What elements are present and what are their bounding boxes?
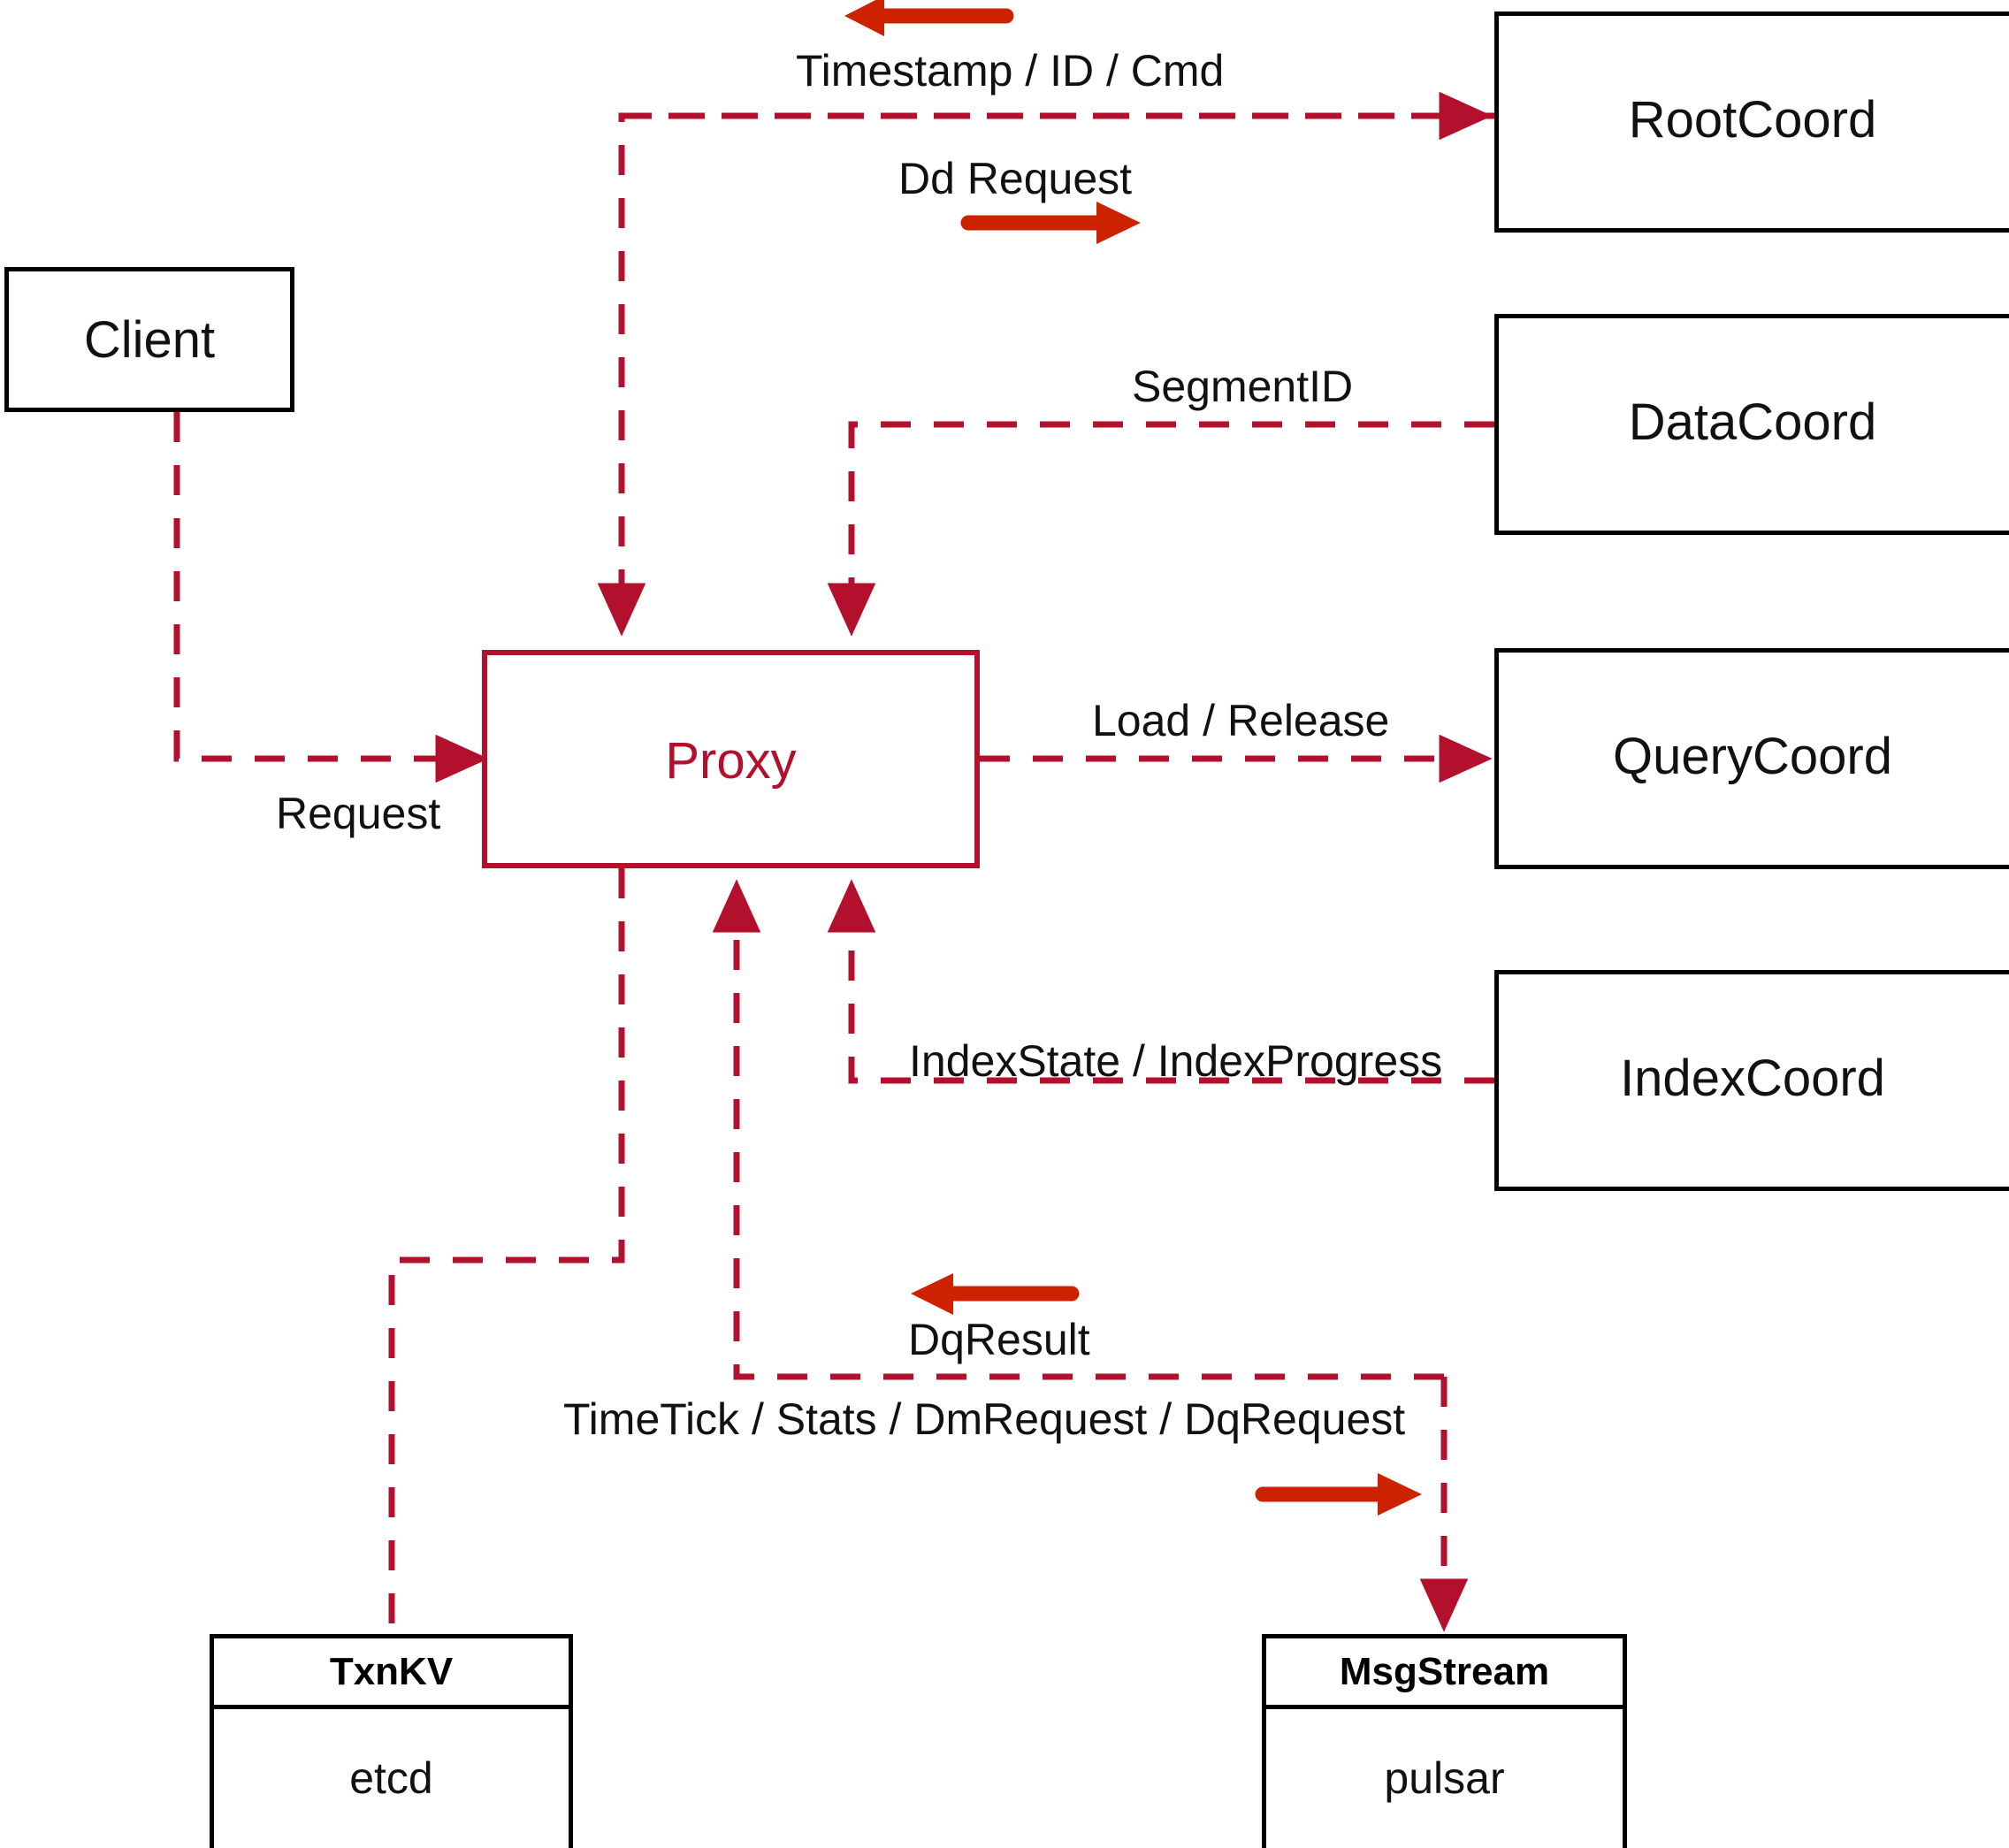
node-datacoord-label: DataCoord [1628,393,1877,451]
node-client[interactable]: Client [4,267,294,412]
node-msgstream-header: MsgStream [1266,1638,1623,1709]
edge-client-proxy [173,412,489,783]
edge-proxy-txnkv [388,868,625,1634]
node-txnkv[interactable]: TxnKV etcd [210,1634,573,1848]
node-rootcoord-label: RootCoord [1628,91,1877,149]
direction-arrow-timetick [1255,1473,1422,1516]
edge-label-timestamp-id-cmd: Timestamp / ID / Cmd [796,46,1225,95]
edge-label-request: Request [276,789,441,838]
edge-label-segment-id: SegmentID [1132,362,1354,411]
direction-arrow-timestamp-id-cmd [844,0,1014,36]
node-rootcoord[interactable]: RootCoord [1494,11,2009,233]
direction-arrow-dd-request [960,202,1141,244]
node-datacoord[interactable]: DataCoord [1494,314,2009,535]
node-proxy[interactable]: Proxy [482,650,980,868]
edge-indexcoord-proxy [827,879,1494,1084]
node-proxy-label: Proxy [665,732,797,790]
edge-proxy-rootcoord [597,91,1494,637]
node-txnkv-header: TxnKV [214,1638,569,1709]
node-indexcoord-label: IndexCoord [1620,1050,1885,1107]
edge-label-dd-request: Dd Request [898,154,1133,203]
node-msgstream-body: pulsar [1384,1753,1505,1803]
edge-label-timetick-stats-dm-dq: TimeTick / Stats / DmRequest / DqRequest [563,1394,1406,1444]
node-msgstream[interactable]: MsgStream pulsar [1262,1634,1627,1848]
direction-arrow-dq-result [911,1273,1080,1315]
node-client-label: Client [83,311,216,369]
edge-msgstream-proxy [712,879,1444,1380]
edge-label-dq-result: DqResult [908,1315,1090,1364]
edge-label-index-state-progress: IndexState / IndexProgress [909,1036,1443,1086]
node-querycoord[interactable]: QueryCoord [1494,648,2009,869]
edge-datacoord-proxy [827,421,1494,637]
edge-label-load-release: Load / Release [1092,696,1390,745]
node-querycoord-label: QueryCoord [1613,728,1892,785]
node-indexcoord[interactable]: IndexCoord [1494,970,2009,1191]
node-txnkv-body: etcd [349,1753,433,1803]
